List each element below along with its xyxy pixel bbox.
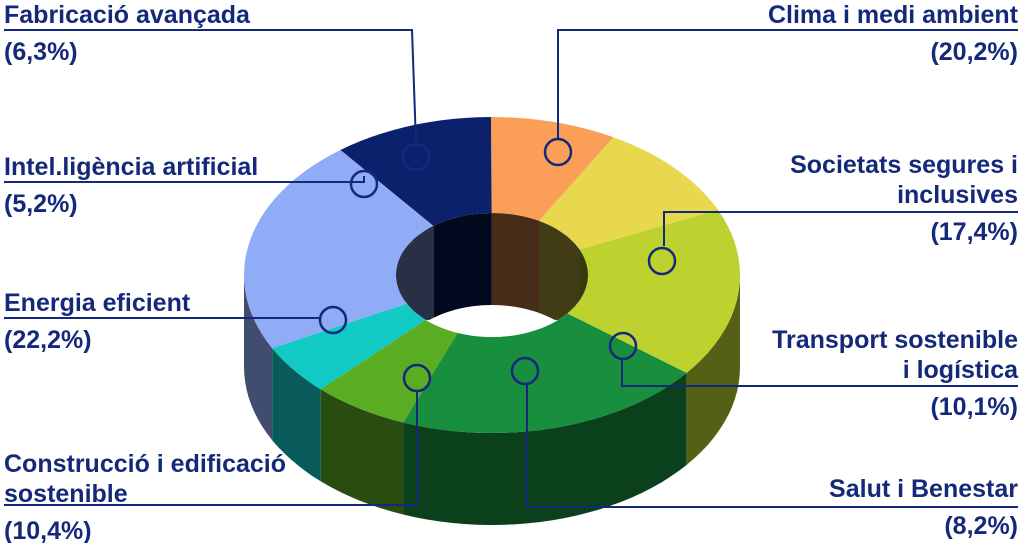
label-clima-medi-ambient: Clima i medi ambient (20,2%) bbox=[767, 1, 1018, 66]
marker-societats-segures-i bbox=[647, 246, 677, 276]
label-intel-ligencia-artificial: Intel.ligència artificial (5,2%) bbox=[4, 153, 259, 218]
inner-wall-salut-i-benestar bbox=[491, 213, 539, 313]
leader-line-construccio-i-edificacio bbox=[4, 392, 418, 506]
slice-societats-segures-i bbox=[567, 209, 740, 373]
slice-intel-ligencia-artificial bbox=[272, 303, 426, 390]
leader-line-clima-i-medi-ambient bbox=[557, 29, 1018, 138]
slice-clima-i-medi-ambient bbox=[403, 313, 687, 433]
marker-intel-ligencia-artificial bbox=[349, 169, 379, 199]
slice-salut-i-benestar bbox=[491, 117, 614, 221]
marker-salut-i-benestar bbox=[510, 356, 540, 386]
inner-wall-transport-sostenible bbox=[539, 220, 580, 321]
leader-line-intel-ligencia-artificial bbox=[4, 176, 365, 183]
slice-fabricacio-avancada bbox=[320, 319, 458, 423]
label-societats-segures: Societats segures i inclusives (17,4%) bbox=[790, 151, 1018, 246]
outer-wall-intel-ligencia-artificial bbox=[272, 348, 321, 482]
marker-energia-eficient bbox=[318, 305, 348, 335]
outer-wall-fabricacio-avancada bbox=[320, 389, 404, 515]
slice-transport-sostenible bbox=[539, 137, 718, 250]
outer-wall-energia-eficient bbox=[244, 275, 273, 441]
marker-construccio-i-edificacio bbox=[402, 363, 432, 393]
marker-fabricacio-avancada bbox=[401, 142, 431, 172]
slice-energia-eficient bbox=[244, 150, 434, 349]
label-construccio-edificacio: Construcció i edificació sostenible (10,… bbox=[4, 450, 287, 543]
inner-wall-energia-eficient bbox=[396, 225, 434, 320]
outer-wall-clima-i-medi-ambient bbox=[403, 372, 687, 525]
leader-line-salut-i-benestar bbox=[526, 383, 1018, 508]
inner-wall-construccio-i-edificacio bbox=[433, 213, 492, 318]
marker-transport-sostenible bbox=[608, 331, 638, 361]
label-transport-sostenible: Transport sostenible i logística (10,1%) bbox=[772, 326, 1018, 421]
slice-construccio-i-edificacio bbox=[340, 117, 492, 226]
leader-line-societats-segures-i bbox=[663, 211, 1018, 246]
marker-clima-i-medi-ambient bbox=[543, 137, 573, 167]
leader-line-fabricacio-avancada bbox=[4, 29, 417, 144]
leader-line-transport-sostenible bbox=[621, 358, 1018, 387]
label-salut-benestar: Salut i Benestar (8,2%) bbox=[829, 475, 1018, 540]
label-fabricacio-avancada: Fabricació avançada (6,3%) bbox=[4, 1, 250, 66]
label-energia-eficient: Energia eficient (22,2%) bbox=[4, 289, 191, 354]
inner-wall-societats-segures-i bbox=[579, 249, 588, 301]
outer-wall-societats-segures-i bbox=[686, 275, 740, 465]
